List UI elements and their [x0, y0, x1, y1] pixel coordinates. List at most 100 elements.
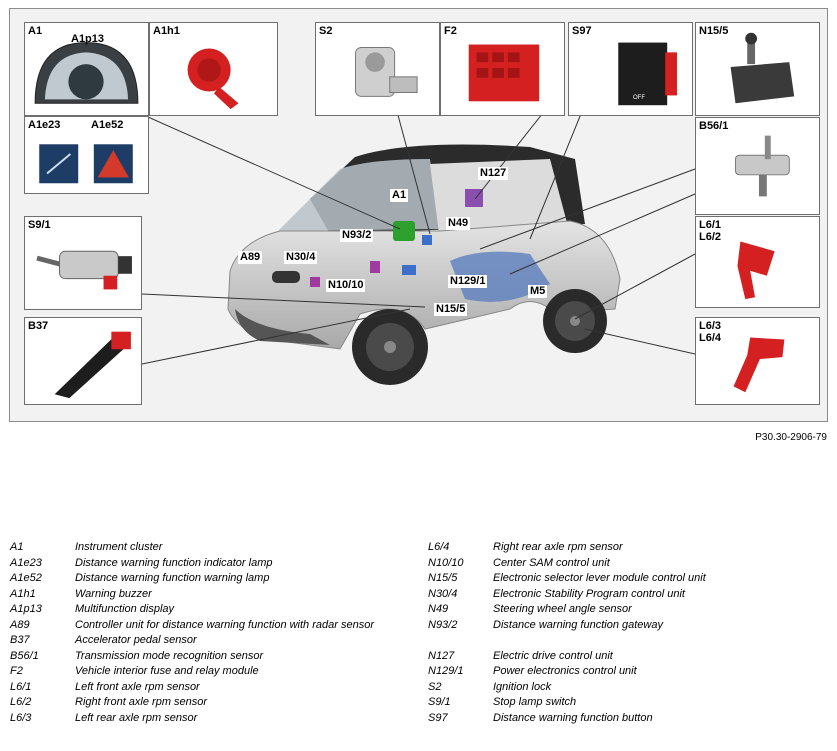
legend-row: A1Instrument cluster — [10, 540, 395, 556]
legend-code: S9/1 — [428, 695, 493, 711]
panel-label-l6-3: L6/3 — [699, 320, 721, 332]
panel-label-l6-4: L6/4 — [699, 332, 721, 344]
panel-distance-warning-button: S97 OFF — [568, 22, 693, 116]
legend-description: Electronic selector lever module control… — [493, 571, 828, 587]
panel-front-axle-rpm-sensors: L6/1 L6/2 — [695, 216, 820, 308]
panel-accelerator-pedal: B37 — [24, 317, 142, 405]
transmission-mode-sensor-image — [696, 118, 819, 214]
panel-label-s2: S2 — [319, 25, 332, 37]
panel-warning-lamps: A1e23 A1e52 — [24, 116, 149, 194]
legend-code: A89 — [10, 618, 75, 634]
panel-label-s9-1: S9/1 — [28, 219, 51, 231]
panel-label-a1h1: A1h1 — [153, 25, 180, 37]
callout-a89: A89 — [238, 251, 262, 264]
panel-fuse-relay-module: F2 — [440, 22, 565, 116]
panel-instrument-cluster: A1 A1p13 — [24, 22, 149, 116]
legend-description: Stop lamp switch — [493, 695, 828, 711]
panel-label-n15-5: N15/5 — [699, 25, 728, 37]
legend-code: F2 — [10, 664, 75, 680]
legend-row: S9/1Stop lamp switch — [428, 695, 828, 711]
legend-code: L6/2 — [10, 695, 75, 711]
component-location-figure: A1 A1p13 A1h1 A1e23 A1e52 S9/1 — [9, 8, 828, 422]
callout-m5: M5 — [528, 285, 547, 298]
panel-transmission-mode-sensor: B56/1 — [695, 117, 820, 215]
legend-description: Warning buzzer — [75, 587, 395, 603]
panel-label-a1p13: A1p13 — [71, 33, 104, 45]
callout-n127: N127 — [478, 167, 508, 180]
legend-description: Transmission mode recognition sensor — [75, 649, 395, 665]
legend-description — [493, 633, 828, 649]
legend-code: L6/3 — [10, 711, 75, 727]
panel-label-s97: S97 — [572, 25, 592, 37]
legend-description: Multifunction display — [75, 602, 395, 618]
callout-n93-2: N93/2 — [340, 229, 373, 242]
legend-code: A1e52 — [10, 571, 75, 587]
legend-description: Ignition lock — [493, 680, 828, 696]
legend-description: Steering wheel angle sensor — [493, 602, 828, 618]
panel-label-l6-1: L6/1 — [699, 219, 721, 231]
callout-n30-4: N30/4 — [284, 251, 317, 264]
panel-label-b37: B37 — [28, 320, 48, 332]
legend-code: N129/1 — [428, 664, 493, 680]
legend-code: A1e23 — [10, 556, 75, 572]
legend-code: A1 — [10, 540, 75, 556]
fuse-relay-module-image — [441, 23, 564, 115]
legend-description: Distance warning function indicator lamp — [75, 556, 395, 572]
panel-label-a1: A1 — [28, 25, 42, 37]
warning-lamp-icons — [25, 117, 148, 193]
legend-code: N127 — [428, 649, 493, 665]
legend-description: Right front axle rpm sensor — [75, 695, 395, 711]
callout-n15-5: N15/5 — [434, 303, 467, 316]
legend-description: Accelerator pedal sensor — [75, 633, 395, 649]
ignition-lock-image — [316, 23, 439, 115]
legend-description: Power electronics control unit — [493, 664, 828, 680]
legend-code: B37 — [10, 633, 75, 649]
legend-code: N30/4 — [428, 587, 493, 603]
legend-description: Center SAM control unit — [493, 556, 828, 572]
legend-description: Vehicle interior fuse and relay module — [75, 664, 395, 680]
s97-off-text: OFF — [633, 95, 645, 101]
figure-code: P30.30-2906-79 — [755, 432, 827, 443]
legend-code: N93/2 — [428, 618, 493, 634]
legend-code: S97 — [428, 711, 493, 727]
legend-code: L6/1 — [10, 680, 75, 696]
panel-label-l6-2: L6/2 — [699, 231, 721, 243]
panel-ignition-lock: S2 — [315, 22, 440, 116]
legend-description: Left rear axle rpm sensor — [75, 711, 395, 727]
legend-code — [428, 633, 493, 649]
legend-code: A1p13 — [10, 602, 75, 618]
panel-warning-buzzer: A1h1 — [149, 22, 278, 116]
legend-description: Electric drive control unit — [493, 649, 828, 665]
callout-n129-1: N129/1 — [448, 275, 487, 288]
legend-code: S2 — [428, 680, 493, 696]
panel-selector-lever-module: N15/5 — [695, 22, 820, 116]
legend-description: Distance warning function button — [493, 711, 828, 727]
legend-code: B56/1 — [10, 649, 75, 665]
legend-code: N49 — [428, 602, 493, 618]
panel-label-b56-1: B56/1 — [699, 120, 728, 132]
legend-description: Controller unit for distance warning fun… — [75, 618, 395, 634]
legend-description: Electronic Stability Program control uni… — [493, 587, 828, 603]
callout-a1: A1 — [390, 189, 408, 202]
callout-n10-10: N10/10 — [326, 279, 365, 292]
legend-code: N10/10 — [428, 556, 493, 572]
